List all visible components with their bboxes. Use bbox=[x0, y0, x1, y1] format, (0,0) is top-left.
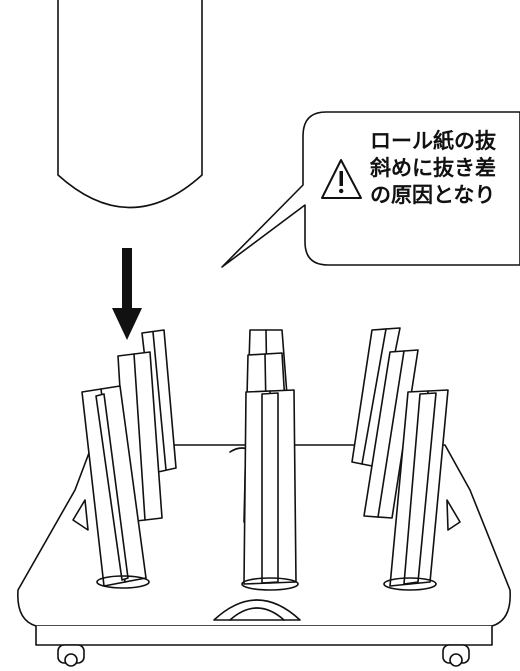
callout-line-2: 斜めに抜き差 bbox=[370, 156, 496, 180]
paper-roll bbox=[57, 0, 203, 209]
caster-right bbox=[442, 644, 470, 667]
post-front-right bbox=[389, 389, 449, 587]
post-mid-right bbox=[363, 349, 419, 519]
callout-line-3: の原因となり bbox=[370, 183, 496, 207]
callout-text: ロール紙の抜 斜めに抜き差 の原因となり bbox=[370, 128, 520, 209]
post-front-center bbox=[243, 389, 297, 585]
post-front-left bbox=[81, 385, 147, 587]
callout-bubble bbox=[221, 111, 520, 268]
callout-line-1: ロール紙の抜 bbox=[370, 129, 496, 153]
down-arrow-icon bbox=[112, 248, 142, 340]
warning-triangle-icon bbox=[321, 159, 362, 199]
caster-left bbox=[57, 644, 85, 667]
